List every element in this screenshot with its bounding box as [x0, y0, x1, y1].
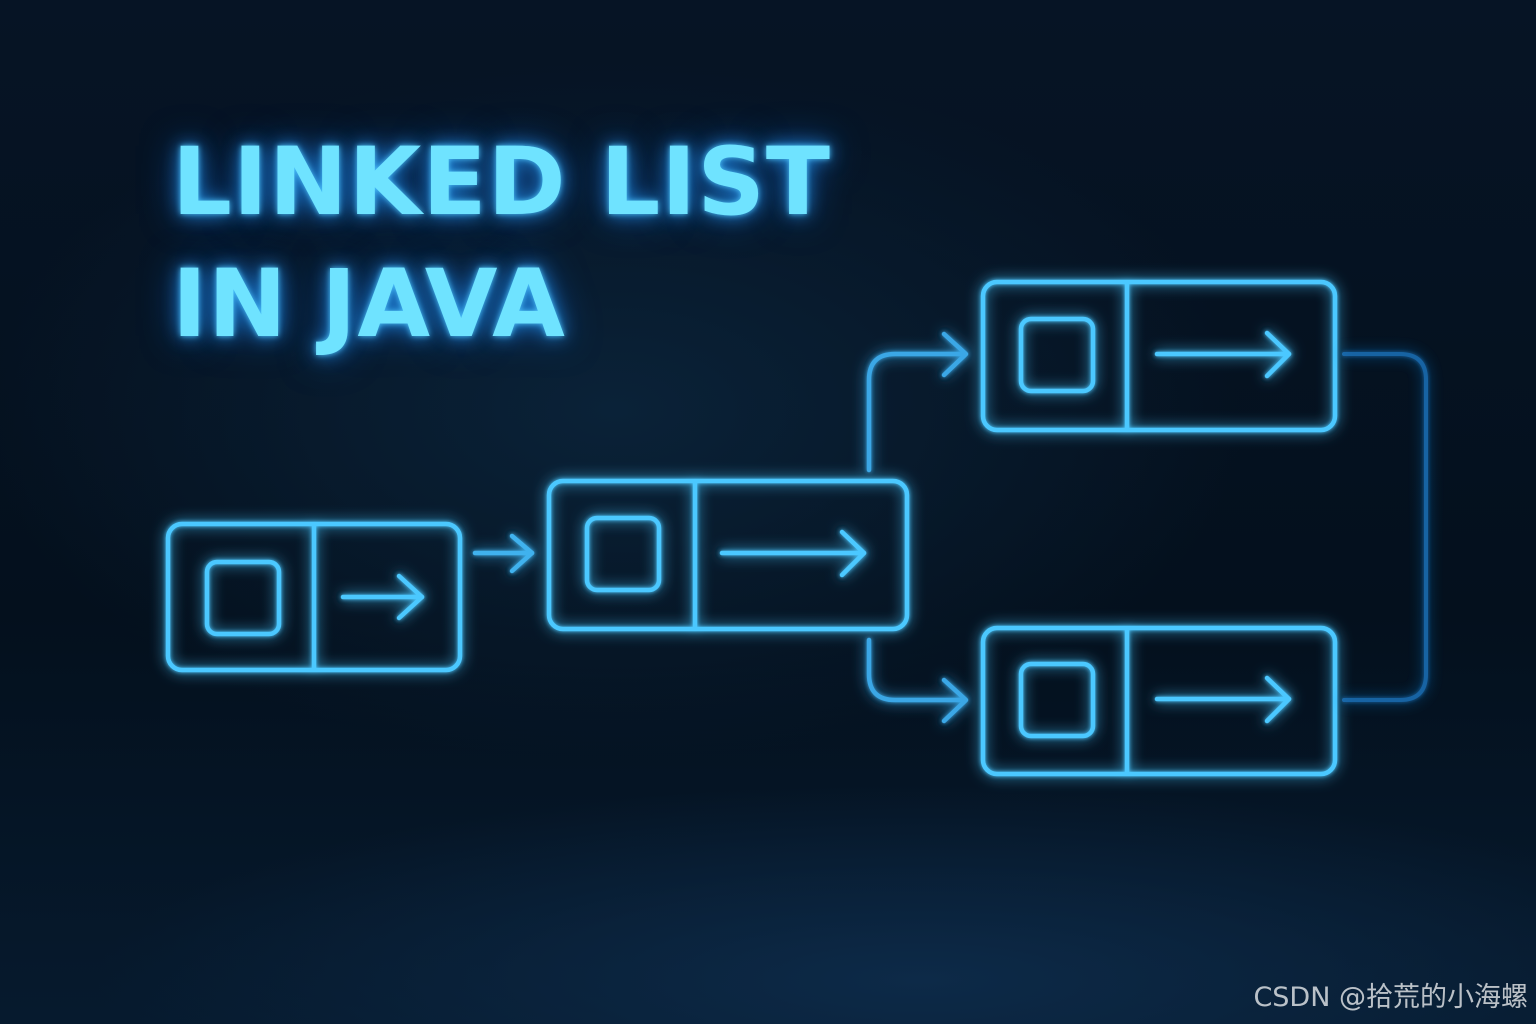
- data-square-icon: [584, 515, 662, 593]
- next-arrow-icon: [1154, 675, 1292, 724]
- node-box: [980, 279, 1338, 433]
- title-line-2: IN JAVA: [172, 250, 566, 359]
- next-arrow-icon: [340, 573, 425, 621]
- node-3: [980, 279, 1338, 433]
- data-square-icon: [1018, 661, 1096, 739]
- next-arrow-icon: [719, 529, 867, 578]
- data-square-icon: [1018, 316, 1096, 394]
- node-box: [546, 478, 910, 632]
- node-box: [980, 625, 1338, 777]
- link-loop-3-4: [1342, 352, 1428, 702]
- watermark: CSDN @拾荒的小海螺: [1253, 982, 1528, 1013]
- title-line-1: LINKED LIST: [172, 128, 832, 237]
- next-arrow-icon: [1154, 330, 1292, 379]
- data-square-icon: [204, 559, 282, 637]
- node-2: [546, 478, 910, 632]
- link-arrow-2-3: [866, 331, 969, 473]
- node-1: [165, 521, 463, 673]
- link-arrow-1-2: [472, 533, 535, 574]
- node-4: [980, 625, 1338, 777]
- link-arrow-2-4: [866, 637, 969, 724]
